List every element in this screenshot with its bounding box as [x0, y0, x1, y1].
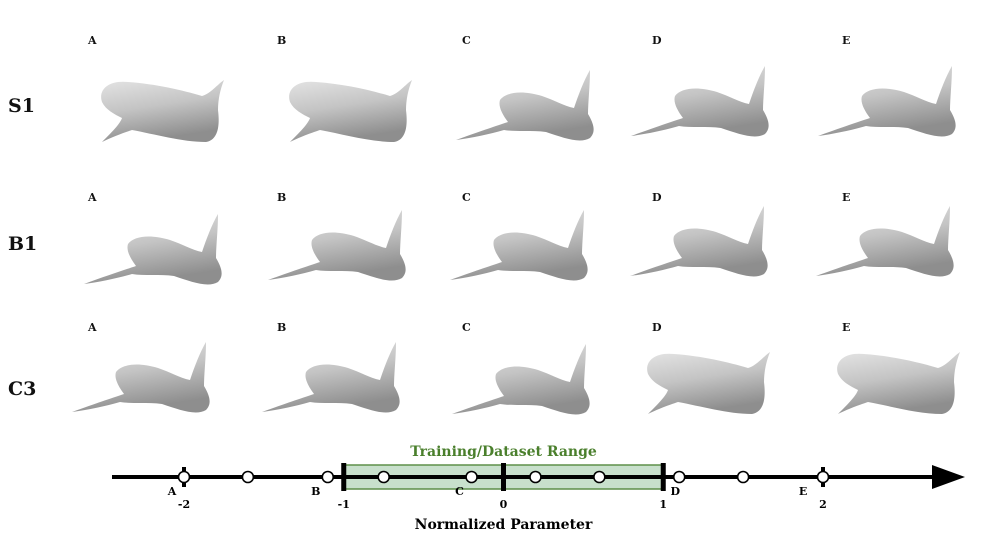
- sample-point: [736, 470, 750, 484]
- col-label-e: E: [842, 191, 851, 204]
- point-letter-label: A: [167, 485, 177, 498]
- col-label-d: D: [652, 191, 662, 204]
- axis-tick-label: 1: [659, 498, 667, 511]
- point-letter-label: D: [670, 485, 680, 498]
- sample-point: [593, 470, 606, 484]
- axis-tick-label: 2: [819, 498, 827, 511]
- col-label-d: D: [652, 321, 662, 334]
- row-label-c3: C3: [8, 378, 37, 400]
- col-label-c: C: [462, 321, 471, 334]
- col-label-b: B: [277, 34, 287, 47]
- sample-point: [377, 470, 390, 484]
- sample-point: [241, 470, 255, 484]
- point-letter-label: E: [799, 485, 807, 498]
- col-label-b: B: [277, 321, 287, 334]
- col-label-b: B: [277, 191, 287, 204]
- col-label-e: E: [842, 34, 851, 47]
- sample-point: [465, 470, 478, 484]
- training-range-label: Training/Dataset Range: [410, 444, 597, 460]
- col-label-c: C: [462, 34, 471, 47]
- col-label-c: C: [462, 191, 471, 204]
- axis-arrowhead: [932, 465, 965, 489]
- sample-point: [321, 470, 335, 484]
- sample-point: [816, 470, 830, 484]
- row-label-s1: S1: [8, 95, 35, 117]
- sample-point: [672, 470, 686, 484]
- axis-tick-label: 0: [500, 498, 508, 511]
- col-label-a: A: [88, 321, 97, 334]
- row-label-b1: B1: [8, 233, 38, 255]
- sample-point: [177, 470, 191, 484]
- col-label-e: E: [842, 321, 851, 334]
- col-label-d: D: [652, 34, 662, 47]
- point-letter-label: C: [455, 485, 464, 498]
- axis-tick-label: -1: [338, 498, 350, 511]
- axis-title: Normalized Parameter: [415, 517, 593, 533]
- axis-tick-label: -2: [178, 498, 190, 511]
- point-letter-label: B: [311, 485, 320, 498]
- sample-point: [529, 470, 542, 484]
- col-label-a: A: [88, 34, 97, 47]
- col-label-a: A: [88, 191, 97, 204]
